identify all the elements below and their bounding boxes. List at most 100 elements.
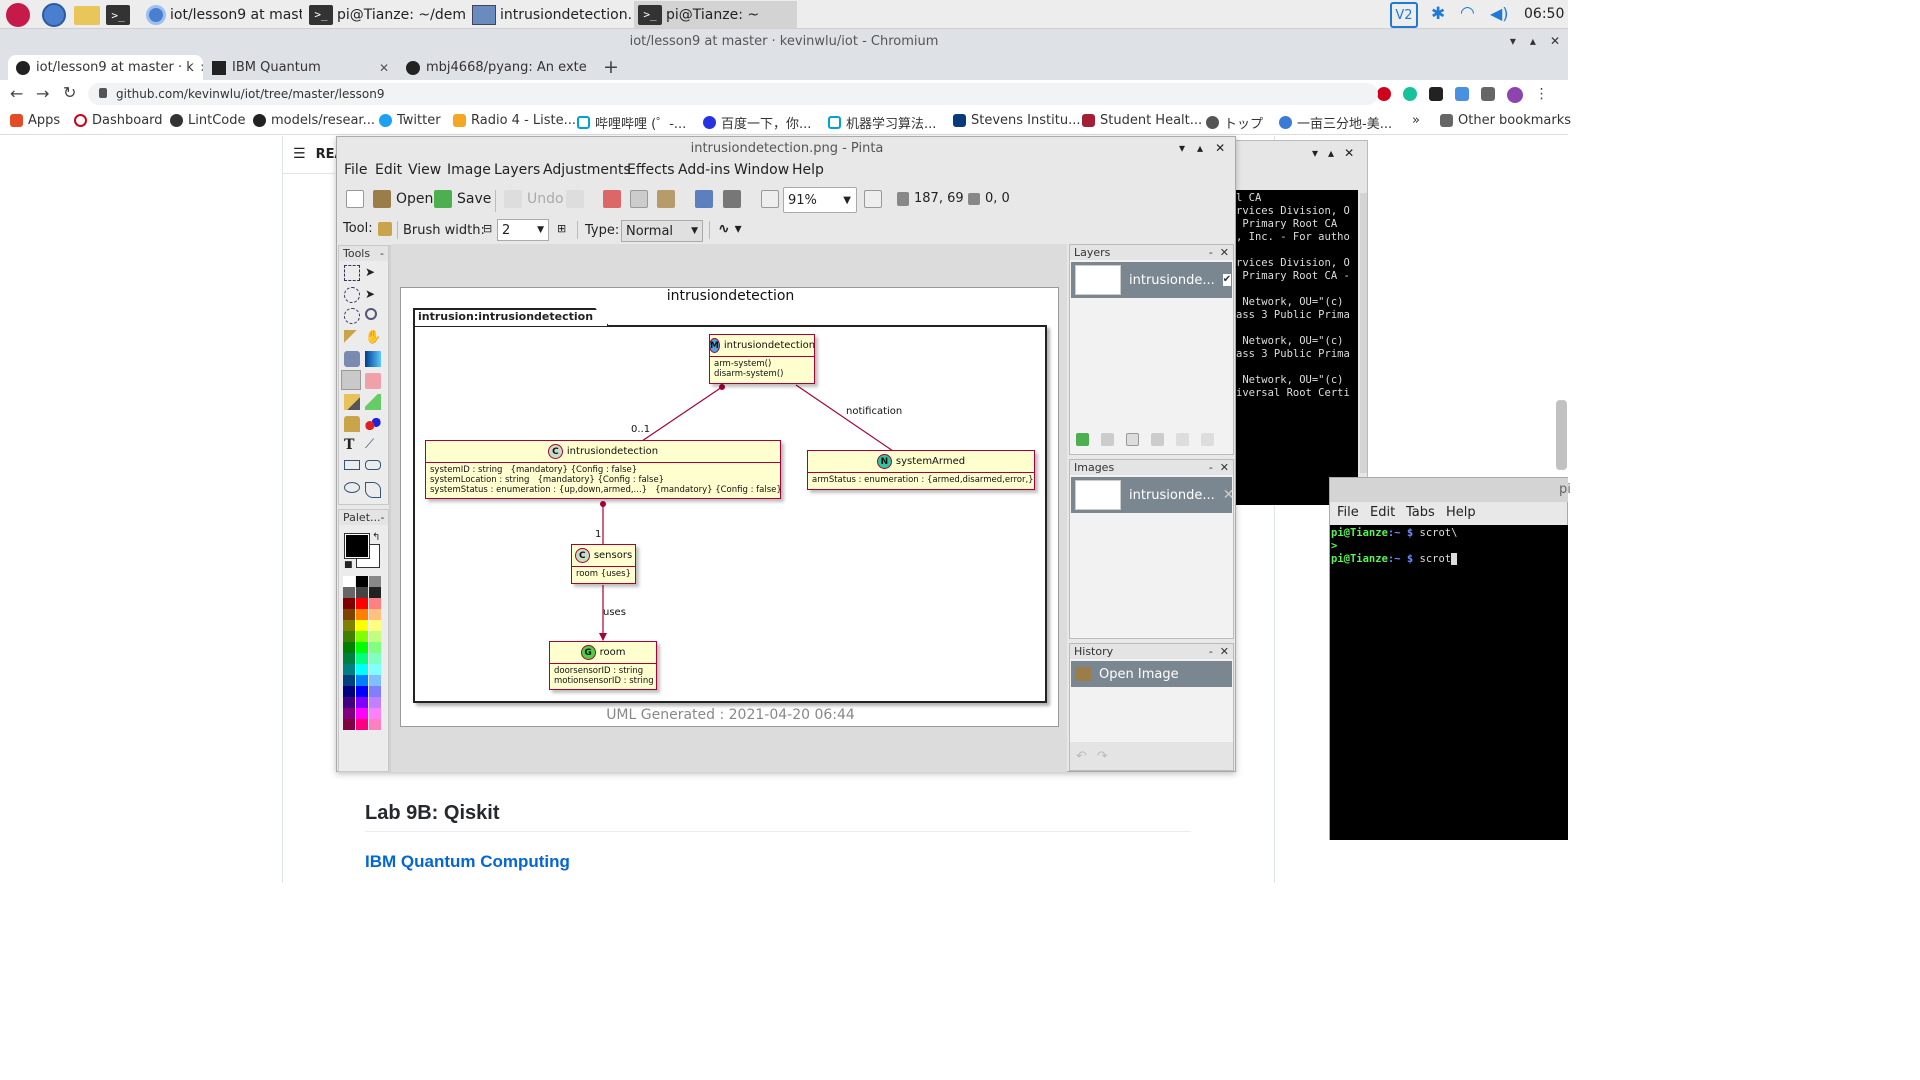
term-menu-help[interactable]: Help — [1446, 505, 1476, 520]
avatar[interactable] — [1506, 87, 1523, 103]
palette-swatch[interactable] — [343, 675, 355, 686]
taskbar-item-chromium[interactable]: iot/lesson9 at master... — [142, 1, 302, 28]
paste-button[interactable] — [657, 190, 675, 208]
bookmark-top[interactable]: トップ — [1206, 113, 1263, 132]
palette-swatch[interactable] — [369, 653, 381, 664]
palette-swatch[interactable] — [369, 642, 381, 653]
minimize-icon[interactable]: ▾ — [1179, 141, 1186, 155]
bookmark-student-health[interactable]: Student Healt... — [1082, 113, 1202, 128]
palette-swatch[interactable] — [356, 598, 368, 609]
close-icon[interactable]: ✕ — [1344, 146, 1355, 160]
panel-collapse-icon[interactable]: - — [380, 511, 385, 524]
menu-edit[interactable]: Edit — [375, 162, 403, 178]
bookmark-dashboard[interactable]: Dashboard — [74, 113, 163, 128]
palette-swatch[interactable] — [343, 609, 355, 620]
back-icon[interactable]: ← — [10, 84, 24, 103]
menu-addins[interactable]: Add-ins — [678, 162, 731, 178]
palette-swatch[interactable] — [369, 587, 381, 598]
deselect-button[interactable] — [723, 190, 741, 208]
type-select[interactable]: Normal ▼ — [621, 220, 703, 242]
tab-pyang[interactable]: mbj4668/pyang: An exte ✕ — [398, 55, 593, 80]
file-manager-icon[interactable] — [74, 6, 100, 25]
menu-effects[interactable]: Effects — [627, 162, 675, 178]
line-curve-icon[interactable]: ⟋ — [365, 437, 375, 452]
palette-swatch[interactable] — [343, 719, 355, 730]
menu-kebab-icon[interactable]: ⋮ — [1534, 86, 1549, 102]
zoom-combo[interactable]: 91% ▼ — [783, 187, 857, 213]
chevron-down-icon[interactable]: ▼ — [537, 225, 544, 235]
maximize-icon[interactable]: ▴ — [1529, 34, 1536, 48]
palette-swatch[interactable] — [343, 708, 355, 719]
volume-icon[interactable]: ◀) — [1490, 4, 1509, 23]
palette-swatch[interactable] — [356, 664, 368, 675]
cut-button[interactable] — [603, 190, 621, 208]
palette-swatch[interactable] — [356, 708, 368, 719]
menu-file[interactable]: File — [344, 162, 368, 178]
palette-swatch[interactable] — [356, 697, 368, 708]
paintbrush-tool-icon[interactable] — [341, 370, 361, 390]
scrollbar[interactable] — [1360, 193, 1367, 473]
new-tab-button[interactable]: + — [603, 56, 619, 78]
term-menu-edit[interactable]: Edit — [1370, 505, 1396, 520]
eraser-icon[interactable] — [365, 373, 381, 389]
menu-view[interactable]: View — [408, 162, 442, 178]
term-menu-tabs[interactable]: Tabs — [1406, 505, 1435, 520]
brush-decrease-icon[interactable]: ⊟ — [483, 222, 493, 235]
redo-button[interactable] — [566, 190, 584, 208]
tab-github-lesson9[interactable]: iot/lesson9 at master · k ✕ — [8, 55, 203, 80]
open-button[interactable]: Open — [373, 190, 433, 208]
primary-color-swatch[interactable] — [344, 533, 370, 559]
palette-swatch[interactable] — [356, 642, 368, 653]
palette-swatch[interactable] — [356, 675, 368, 686]
bookmark-bilibili[interactable]: 哔哩哔哩 (゜-... — [577, 113, 686, 132]
vnc-icon[interactable]: V2 — [1390, 2, 1418, 28]
text-icon[interactable]: T — [344, 437, 355, 453]
maximize-icon[interactable]: ▴ — [1328, 146, 1335, 160]
uml-image[interactable]: intrusiondetection intrusion:intrusionde… — [400, 287, 1059, 727]
adblock-icon[interactable] — [1376, 87, 1391, 101]
brush-increase-icon[interactable]: ⊞ — [557, 222, 567, 235]
zoom-in-button[interactable] — [864, 190, 882, 208]
zoom-icon[interactable] — [365, 308, 377, 320]
pan-icon[interactable]: ✋ — [365, 330, 382, 345]
raspberry-menu-icon[interactable] — [6, 3, 30, 27]
menu-adjustments[interactable]: Adjustments — [543, 162, 631, 178]
menu-image[interactable]: Image — [447, 162, 491, 178]
address-bar[interactable]: github.com/kevinwlu/iot/tree/master/less… — [88, 83, 1378, 105]
panel-controls[interactable]: - ✕ — [1208, 461, 1229, 474]
history-undo-icon[interactable]: ↶ — [1076, 748, 1087, 764]
minimize-icon[interactable]: ▾ — [1312, 146, 1319, 160]
palette-swatch[interactable] — [356, 609, 368, 620]
history-redo-icon[interactable]: ↷ — [1096, 748, 1108, 764]
layer-visible-checkbox[interactable]: ✔ — [1222, 274, 1232, 286]
panel-controls[interactable]: - ✕ — [1208, 645, 1229, 658]
rect-select-icon[interactable] — [344, 265, 360, 281]
palette-swatch[interactable] — [356, 576, 368, 587]
page-scrollbar[interactable] — [1556, 400, 1564, 470]
minimize-icon[interactable]: ▾ — [1509, 34, 1516, 48]
browser-launcher-icon[interactable] — [42, 3, 66, 27]
close-icon[interactable]: ✕ — [1549, 34, 1560, 48]
ellipse-icon[interactable] — [344, 482, 360, 493]
move-layer-down-icon[interactable] — [1201, 433, 1214, 446]
close-image-icon[interactable]: ✕ — [1222, 487, 1235, 503]
palette-swatch[interactable] — [343, 653, 355, 664]
menu-window[interactable]: Window — [734, 162, 790, 178]
palette-swatch[interactable] — [343, 576, 355, 587]
gradient-icon[interactable] — [365, 351, 381, 367]
magic-wand-icon[interactable] — [344, 330, 360, 346]
term-menu-file[interactable]: File — [1337, 505, 1359, 520]
bookmark-radio4[interactable]: Radio 4 - Liste... — [453, 113, 576, 128]
menu-layers[interactable]: Layers — [494, 162, 541, 178]
bookmarks-overflow[interactable]: » — [1412, 113, 1420, 128]
tab-close-icon[interactable]: ✕ — [200, 61, 203, 75]
reload-icon[interactable]: ↻ — [63, 83, 77, 102]
palette-swatch[interactable] — [369, 686, 381, 697]
paint-bucket-icon[interactable] — [344, 351, 360, 367]
recolor-icon[interactable] — [365, 416, 381, 432]
add-layer-icon[interactable] — [1076, 433, 1089, 446]
bookmark-stevens[interactable]: Stevens Institu... — [953, 113, 1080, 128]
palette-swatch[interactable] — [343, 631, 355, 642]
layer-row[interactable]: intrusionde... ✔ — [1071, 262, 1232, 298]
palette-swatch[interactable] — [343, 664, 355, 675]
